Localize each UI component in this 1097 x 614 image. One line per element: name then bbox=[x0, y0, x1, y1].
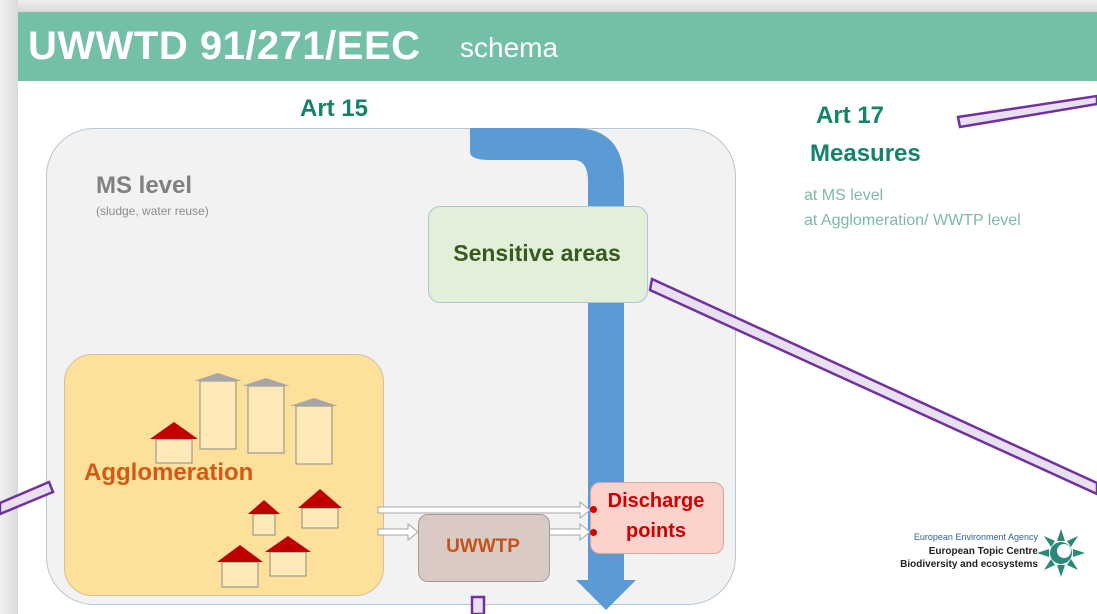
discharge-points-label-line2: points bbox=[626, 520, 686, 542]
ms-level-subtitle: (sludge, water reuse) bbox=[96, 204, 209, 218]
measure-item: at MS level bbox=[804, 187, 884, 204]
title-bar: UWWTD 91/271/EEC schema bbox=[18, 12, 1097, 81]
art17-label: Art 17 bbox=[816, 102, 885, 129]
discharge-points-label-line1: Discharge bbox=[607, 490, 705, 512]
ms-level-title: MS level bbox=[96, 172, 193, 199]
tall-building-roof bbox=[194, 373, 338, 406]
uwwtp-label: UWWTP bbox=[446, 536, 520, 557]
slide-left-shadow bbox=[0, 0, 18, 614]
discharge-points-box bbox=[590, 482, 724, 554]
measure-item: at Agglomeration/ WWTP level bbox=[804, 212, 1021, 229]
sensitive-areas-box bbox=[428, 206, 648, 303]
house-roof bbox=[150, 422, 342, 562]
discharge-dot bbox=[590, 506, 597, 513]
art15-label: Art 15 bbox=[300, 95, 369, 122]
eea-logo-icon bbox=[1037, 529, 1085, 577]
slide-top-shadow bbox=[18, 0, 1097, 12]
measures-label: Measures bbox=[810, 140, 921, 167]
etc-name-line2: Biodiversity and ecosystems bbox=[900, 559, 1038, 570]
agglomeration-label: Agglomeration bbox=[84, 459, 254, 486]
slide-title: UWWTD 91/271/EEC bbox=[28, 24, 421, 68]
sensitive-areas-label: Sensitive areas bbox=[453, 240, 621, 266]
slide-subtitle: schema bbox=[460, 32, 559, 63]
eea-agency-name: European Environment Agency bbox=[913, 532, 1038, 542]
pipe-arrow bbox=[377, 500, 591, 542]
uwwtp-box bbox=[418, 514, 550, 582]
callout-connector bbox=[0, 94, 1097, 614]
discharge-dot bbox=[590, 529, 597, 536]
etc-name-line1: European Topic Centre bbox=[928, 546, 1038, 557]
house bbox=[155, 438, 339, 588]
tall-building bbox=[199, 380, 333, 465]
